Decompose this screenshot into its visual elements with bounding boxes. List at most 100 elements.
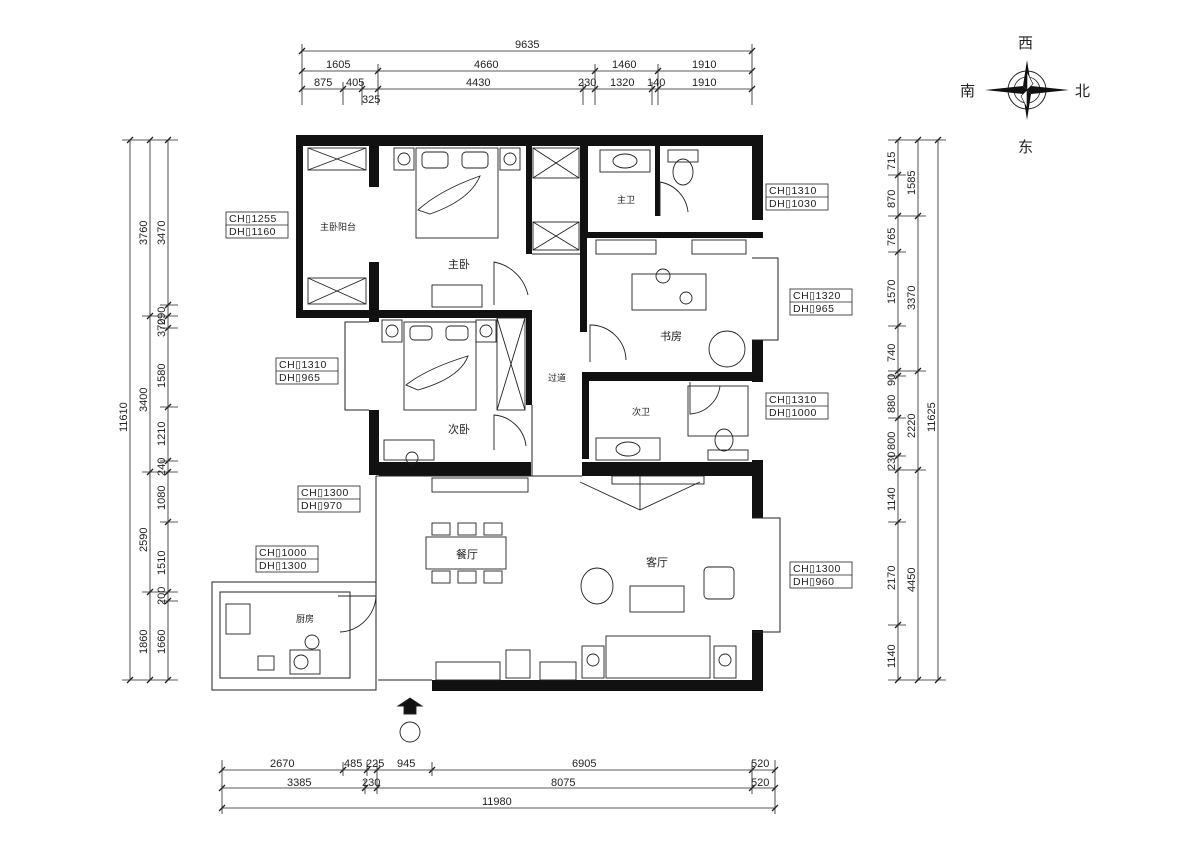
room-label-living: 客厅: [646, 555, 668, 569]
dim-bottom-r1-5: 6905: [572, 758, 596, 770]
interior-walls: [379, 135, 763, 476]
dim-left-mid-4: 1860: [138, 630, 150, 654]
dim-right-inner-12: 1140: [886, 644, 898, 668]
dim-left-mid-2: 3400: [138, 388, 150, 412]
dim-bottom-r1-3: 225: [366, 758, 384, 770]
dim-right-inner-1: 715: [886, 152, 898, 170]
room-label-master-bedroom: 主卧: [448, 258, 470, 271]
room-label-second-bath: 次卫: [632, 406, 650, 417]
dim-right-inner-9: 230: [886, 452, 898, 470]
dim-bottom-overall: 11980: [482, 796, 512, 808]
window-tag-dining: CH▯1300 DH▯970: [297, 485, 361, 513]
dim-top-r1-2: 4660: [474, 59, 498, 71]
window-tag-second-bedroom: CH▯1310 DH▯965: [275, 357, 339, 385]
dim-left-inner-9: 200: [156, 587, 168, 605]
dim-bottom-r2-3: 8075: [551, 777, 575, 789]
dim-right-inner-2: 870: [886, 190, 898, 208]
dim-right-mid-4: 4450: [906, 568, 918, 592]
window-tag-second-bath: CH▯1310 DH▯1000: [765, 392, 829, 420]
left-dimension-labels: 11610 3760 3400 2590 1860 3470 370 290 1…: [118, 221, 168, 654]
dim-top-r1-4: 1910: [692, 59, 716, 71]
dim-top-r2-7: 1910: [692, 77, 716, 89]
room-label-study: 书房: [660, 330, 682, 343]
window-labels: CH▯1255 DH▯1160 CH▯1310 DH▯965 CH▯1300 D…: [225, 183, 853, 589]
window-master-bath-dh: DH▯1030: [769, 198, 817, 210]
compass-north-label: 北: [1075, 82, 1090, 100]
dim-right-mid-3: 2220: [906, 414, 918, 438]
window-living-ch: CH▯1300: [793, 563, 841, 575]
compass-west-label: 西: [1018, 34, 1033, 52]
dim-left-mid-1: 3760: [138, 221, 150, 245]
dim-top-r2-4: 230: [578, 77, 596, 89]
dim-left-inner-3: 290: [156, 307, 168, 325]
bottom-dimension-labels: 2670 485 225 945 6905 520 3385 230 8075 …: [270, 758, 769, 808]
dim-top-r2-5: 1320: [610, 77, 634, 89]
dim-top-r2-2: 405: [346, 77, 364, 89]
exterior-walls: [296, 135, 763, 691]
dim-left-inner-6: 240: [156, 458, 168, 476]
window-study-dh: DH▯965: [793, 303, 834, 315]
right-dimension-labels: 11625 1585 3370 2220 4450 715 870 765 15…: [886, 152, 938, 668]
dim-right-mid-2: 3370: [906, 286, 918, 310]
room-label-master-balcony: 主卧阳台: [320, 221, 356, 232]
dim-left-inner-7: 1080: [156, 486, 168, 510]
window-tag-master-bath: CH▯1310 DH▯1030: [765, 183, 829, 211]
dim-right-inner-5: 740: [886, 344, 898, 362]
window-kitchen-ch: CH▯1000: [259, 547, 307, 559]
dim-right-inner-3: 765: [886, 228, 898, 246]
dim-right-inner-6: 90: [886, 374, 898, 386]
dim-left-overall: 11610: [118, 402, 130, 432]
dim-top-r2-3: 4430: [466, 77, 490, 89]
furniture: [225, 147, 749, 743]
dim-left-inner-1: 3470: [156, 221, 168, 245]
dim-top-r1-1: 1605: [326, 59, 350, 71]
dim-bottom-r1-1: 2670: [270, 758, 294, 770]
window-kitchen-dh: DH▯1300: [259, 560, 307, 572]
dim-top-r1-3: 1460: [612, 59, 636, 71]
dim-bottom-r2-1: 3385: [287, 777, 311, 789]
window-study-ch: CH▯1320: [793, 290, 841, 302]
dim-left-inner-5: 1210: [156, 422, 168, 446]
window-balcony-ch: CH▯1255: [229, 213, 277, 225]
dim-right-mid-1: 1585: [906, 171, 918, 195]
dim-bottom-r1-4: 945: [397, 758, 415, 770]
dim-right-inner-8: 800: [886, 432, 898, 450]
door-swings: [338, 181, 721, 633]
room-label-second-bedroom: 次卧: [448, 422, 470, 436]
top-dimension-labels: 9635 1605 4660 1460 1910 875 405 4430 23…: [314, 39, 716, 106]
window-dining-ch: CH▯1300: [301, 487, 349, 499]
dim-right-inner-10: 1140: [886, 487, 898, 511]
dim-right-inner-7: 880: [886, 395, 898, 413]
dim-left-inner-4: 1580: [156, 364, 168, 388]
room-label-kitchen: 厨房: [296, 613, 314, 624]
dim-top-overall: 9635: [515, 39, 539, 51]
compass-rose: 西 南 北 东: [960, 34, 1090, 156]
window-second-bedroom-ch: CH▯1310: [279, 359, 327, 371]
thin-outlines: [211, 253, 781, 691]
window-second-bath-dh: DH▯1000: [769, 407, 817, 419]
room-label-dining: 餐厅: [456, 547, 478, 561]
window-master-bath-ch: CH▯1310: [769, 185, 817, 197]
dim-top-r2-6: 140: [647, 77, 665, 89]
window-tag-kitchen: CH▯1000 DH▯1300: [255, 545, 319, 573]
window-tag-study: CH▯1320 DH▯965: [789, 288, 853, 316]
dim-top-r2-sub: 325: [362, 94, 380, 106]
window-second-bath-ch: CH▯1310: [769, 394, 817, 406]
compass-south-label: 南: [960, 82, 975, 100]
window-second-bedroom-dh: DH▯965: [279, 372, 320, 384]
room-label-corridor: 过道: [548, 372, 566, 383]
room-labels: 主卧 主卧阳台 主卫 书房 过道 次卧 次卫 餐厅 客厅 厨房: [296, 194, 682, 624]
compass-east-label: 东: [1018, 138, 1033, 156]
bottom-dimensions: [218, 760, 779, 814]
top-dimensions: [298, 44, 756, 105]
dim-bottom-r1-6: 520: [751, 758, 769, 770]
dim-right-inner-11: 2170: [886, 566, 898, 590]
dim-left-inner-10: 1660: [156, 630, 168, 654]
room-label-master-bath: 主卫: [617, 194, 635, 205]
dim-left-inner-2: 370: [156, 319, 168, 337]
window-tag-living: CH▯1300 DH▯960: [789, 561, 853, 589]
window-dining-dh: DH▯970: [301, 500, 342, 512]
dim-left-inner-8: 1510: [156, 551, 168, 575]
